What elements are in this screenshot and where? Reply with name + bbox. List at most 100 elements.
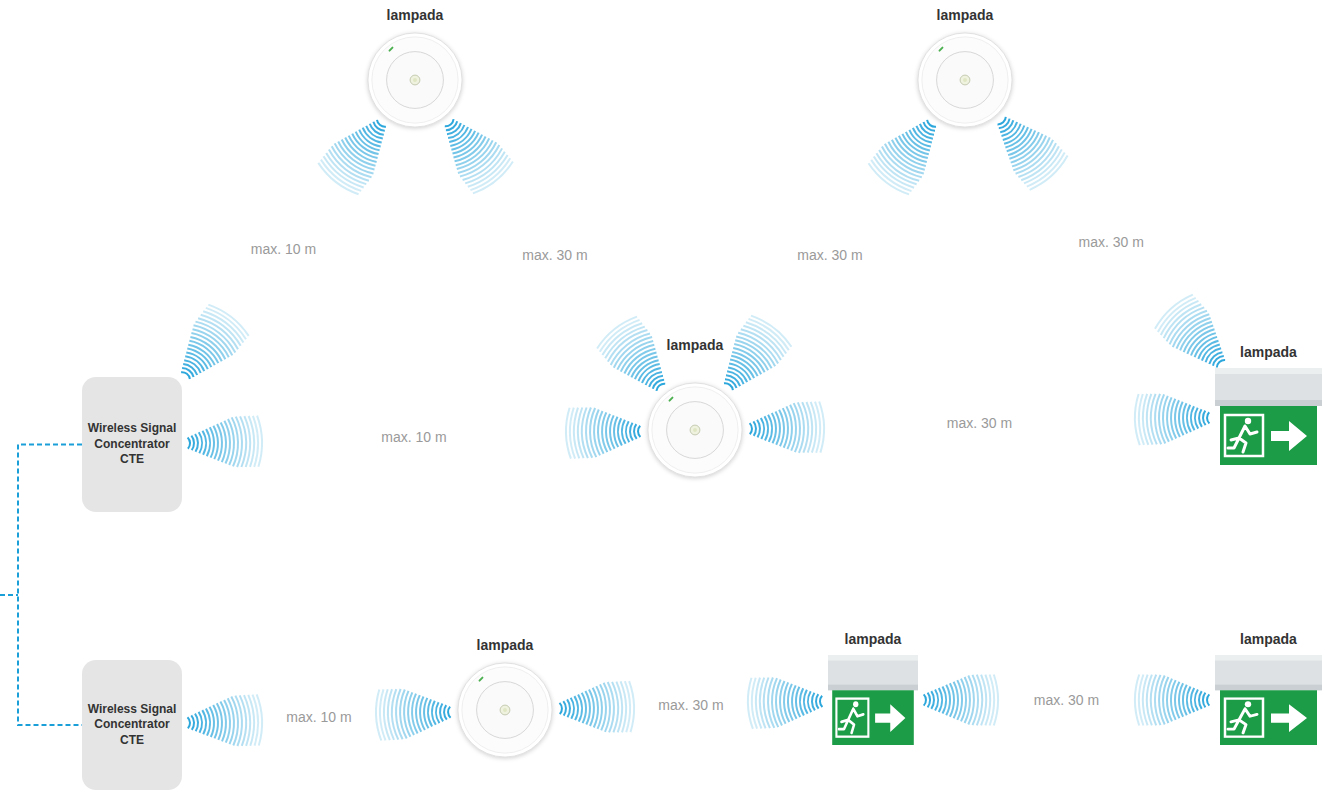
signal-wave bbox=[586, 408, 592, 458]
signal-wave bbox=[820, 696, 822, 707]
signal-wave bbox=[909, 130, 931, 147]
signal-wave bbox=[764, 678, 770, 729]
round-lamp-icon bbox=[916, 31, 1014, 129]
signal-wave bbox=[253, 416, 258, 467]
signal-wave bbox=[751, 316, 792, 347]
signal-wave bbox=[1191, 688, 1194, 712]
signal-wave bbox=[1207, 412, 1209, 423]
wireless-link bbox=[724, 120, 936, 390]
signal-wave bbox=[869, 163, 910, 194]
signal-wave bbox=[220, 702, 226, 742]
signal-wave bbox=[811, 402, 816, 453]
signal-wave bbox=[574, 408, 579, 459]
signal-wave bbox=[1187, 405, 1191, 432]
exit-sign-lamp: lampada bbox=[1215, 655, 1322, 745]
signal-wave bbox=[206, 429, 210, 456]
signal-wave bbox=[772, 413, 776, 443]
signal-wave bbox=[808, 691, 811, 712]
signal-wave bbox=[380, 689, 385, 740]
signal-wave bbox=[800, 688, 804, 715]
signal-wave bbox=[977, 675, 982, 726]
signal-wave bbox=[729, 364, 751, 381]
signal-wave bbox=[253, 695, 259, 746]
signal-wave bbox=[776, 680, 782, 726]
signal-wave bbox=[228, 419, 234, 465]
signal-wave bbox=[571, 698, 574, 719]
signal-wave bbox=[187, 349, 211, 368]
signal-wave bbox=[1187, 686, 1191, 713]
signal-wave bbox=[1183, 685, 1187, 715]
signal-wave bbox=[318, 163, 358, 194]
signal-wave bbox=[188, 438, 190, 449]
signal-wave bbox=[968, 676, 974, 725]
signal-wave bbox=[195, 714, 198, 732]
lamp-label: lampada bbox=[477, 637, 534, 653]
signal-wave bbox=[724, 383, 733, 390]
signal-wave bbox=[420, 697, 425, 731]
signal-wave bbox=[981, 675, 986, 726]
signal-wave bbox=[582, 408, 588, 459]
signal-wave bbox=[248, 695, 254, 746]
signal-wave bbox=[756, 678, 761, 729]
signal-wave bbox=[377, 120, 386, 127]
signal-wave bbox=[761, 418, 764, 439]
signal-wave bbox=[448, 707, 451, 718]
signal-wave bbox=[990, 675, 994, 726]
signal-wave bbox=[585, 691, 590, 724]
signal-wave bbox=[973, 675, 979, 725]
signal-wave bbox=[1207, 694, 1209, 705]
signal-wave bbox=[257, 416, 262, 467]
signal-wave bbox=[1179, 402, 1184, 435]
signal-wave bbox=[1135, 394, 1140, 445]
range-label: max. 30 m bbox=[943, 415, 1016, 431]
signal-wave bbox=[772, 678, 778, 727]
network-wire-line bbox=[18, 445, 82, 726]
signal-wave bbox=[1139, 675, 1143, 726]
signal-wave bbox=[249, 416, 254, 467]
signal-wave bbox=[240, 695, 246, 746]
signal-wave bbox=[1147, 394, 1153, 445]
signal-wave bbox=[373, 122, 384, 131]
signal-wave bbox=[999, 119, 1010, 129]
signal-wave bbox=[790, 405, 796, 451]
round-lamp-icon bbox=[366, 31, 464, 129]
signal-wave bbox=[1005, 127, 1028, 147]
signal-wave bbox=[224, 700, 230, 743]
signal-wave bbox=[1151, 675, 1156, 726]
signal-wave bbox=[182, 368, 194, 377]
signal-wave bbox=[191, 715, 194, 730]
signal-wave bbox=[195, 434, 198, 452]
signal-wave bbox=[228, 698, 234, 744]
signal-wave bbox=[1175, 682, 1179, 719]
signal-wave bbox=[597, 317, 637, 349]
signal-wave bbox=[1198, 341, 1218, 359]
wireless-link bbox=[750, 394, 1210, 453]
signal-wave bbox=[1163, 677, 1168, 723]
signal-wave bbox=[1171, 680, 1176, 720]
signal-wave bbox=[931, 691, 934, 709]
signal-wave bbox=[376, 690, 381, 741]
signal-wave bbox=[436, 702, 439, 723]
range-label: max. 10 m bbox=[282, 709, 355, 725]
signal-wave bbox=[1203, 411, 1206, 426]
signal-wave bbox=[560, 703, 562, 714]
signal-wave bbox=[1195, 408, 1198, 429]
signal-wave bbox=[608, 682, 614, 732]
signal-wave bbox=[639, 364, 660, 381]
signal-wave bbox=[768, 678, 774, 728]
signal-wave bbox=[400, 690, 407, 739]
signal-wave bbox=[792, 685, 797, 718]
signal-wave bbox=[1217, 360, 1225, 368]
signal-wave bbox=[451, 131, 475, 150]
signal-wave bbox=[752, 678, 757, 729]
signal-wave bbox=[210, 707, 214, 737]
concentrator-label: Wireless Signal Concentrator CTE bbox=[82, 702, 182, 749]
lamp-label: lampada bbox=[1240, 344, 1297, 360]
signal-wave bbox=[1155, 295, 1193, 329]
signal-wave bbox=[804, 690, 808, 714]
signal-wave bbox=[1155, 394, 1161, 444]
signal-wave bbox=[231, 696, 238, 745]
signal-wave bbox=[614, 417, 618, 447]
signal-wave bbox=[725, 379, 737, 388]
signal-wave bbox=[596, 686, 602, 729]
